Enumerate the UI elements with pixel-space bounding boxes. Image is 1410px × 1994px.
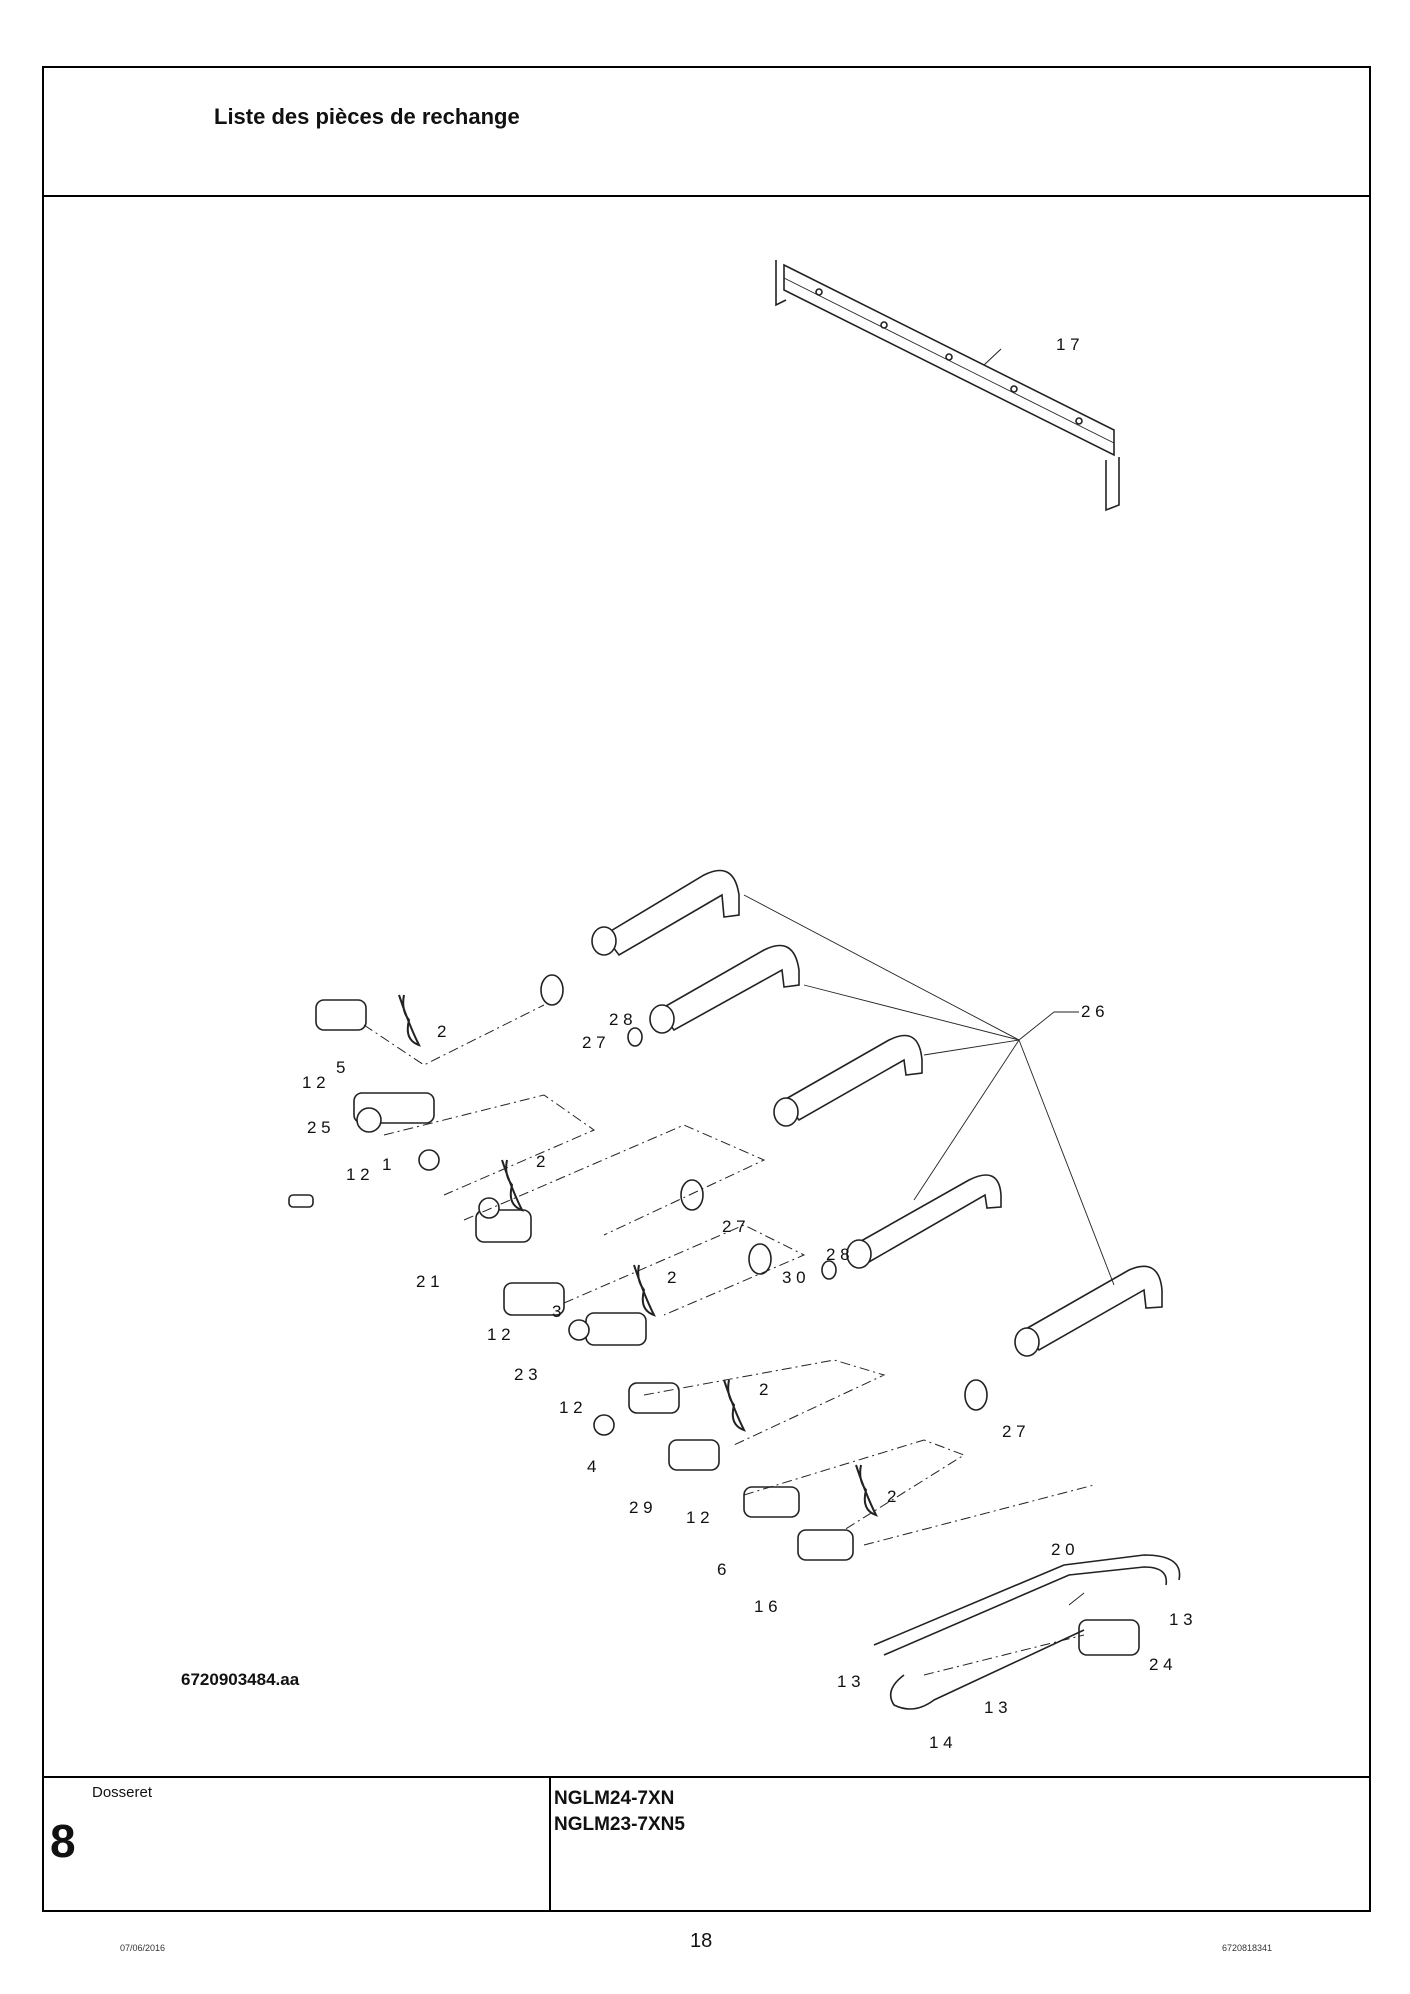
ref-2-c: 2 [667,1268,676,1287]
seals-group [540,974,988,1411]
ref-27-top: 2 7 [582,1033,606,1052]
assembly-lines [363,1004,1095,1676]
leader-lines [743,894,1115,1606]
print-date: 07/06/2016 [120,1943,166,1953]
valves-group [288,999,1140,1656]
ref-13-a: 1 3 [1169,1610,1193,1629]
ref-5: 5 [336,1058,345,1077]
ref-24: 2 4 [1149,1655,1173,1674]
ref-13-b: 1 3 [837,1672,861,1691]
model-name-2: NGLM23-7XN5 [554,1814,685,1835]
ref-12-e: 1 2 [686,1508,710,1527]
ref-14: 1 4 [929,1733,953,1752]
section-name: Dosseret [92,1784,153,1801]
pipes-group [591,869,1163,1357]
model-name-1: NGLM24-7XN [554,1788,675,1809]
parts-diagram: 1 7 2 6 2 8 2 7 2 5 1 2 2 5 1 1 2 2 2 7 … [181,260,1193,1752]
footer-box: Dosseret 8 NGLM24-7XN NGLM23-7XN5 [44,1776,1369,1910]
exploded-view-drawing: 1 7 2 6 2 8 2 7 2 5 1 2 2 5 1 1 2 2 2 7 … [44,195,1369,1785]
ref-16: 1 6 [754,1597,778,1616]
ref-27-low: 2 7 [1002,1422,1026,1441]
ref-12-a: 1 2 [302,1073,326,1092]
ref-2-a: 2 [437,1022,446,1041]
ref-12-d: 1 2 [559,1398,583,1417]
page-number: 18 [690,1930,713,1952]
ref-2-d: 2 [759,1380,768,1399]
ref-25: 2 5 [307,1118,331,1137]
reference-numbers: 1 7 2 6 2 8 2 7 2 5 1 2 2 5 1 1 2 2 2 7 … [302,335,1193,1752]
ref-28-mid: 2 8 [826,1245,850,1264]
ref-30: 3 0 [782,1268,806,1287]
footer-section-cell: Dosseret 8 [44,1778,551,1910]
ref-28-top: 2 8 [609,1010,633,1029]
header-box: Liste des pièces de rechange [44,68,1369,197]
section-number: 8 [50,1815,76,1867]
page-frame: Liste des pièces de rechange [42,66,1371,1912]
ref-20: 2 0 [1051,1540,1075,1559]
ref-21: 2 1 [416,1272,440,1291]
ref-27-mid: 2 7 [722,1217,746,1236]
ref-6: 6 [717,1560,726,1579]
figure-code: 6720903484.aa [181,1670,300,1689]
ref-23: 2 3 [514,1365,538,1384]
ref-26: 2 6 [1081,1002,1105,1021]
ref-17: 1 7 [1056,335,1080,354]
ref-29: 2 9 [629,1498,653,1517]
mounting-rail-part [775,260,1120,512]
ref-12-b: 1 2 [346,1165,370,1184]
ref-4: 4 [587,1457,596,1476]
ref-2-e: 2 [887,1487,896,1506]
ref-1: 1 [382,1155,391,1174]
document-id: 6720818341 [1222,1943,1273,1953]
page-title: Liste des pièces de rechange [214,104,520,129]
ref-3: 3 [552,1302,561,1321]
ref-13-c: 1 3 [984,1698,1008,1717]
clips-group [398,994,878,1517]
ref-12-c: 1 2 [487,1325,511,1344]
ref-2-b: 2 [536,1152,545,1171]
bypass-pipe-part [873,1554,1181,1710]
